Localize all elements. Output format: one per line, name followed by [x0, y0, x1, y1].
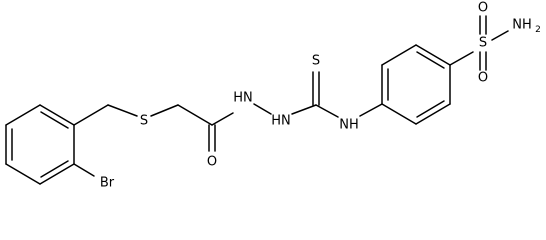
atom-o-carbonyl: O: [207, 155, 217, 170]
bond: [415, 103, 451, 125]
bond: [381, 103, 417, 125]
bond: [359, 103, 383, 117]
bond: [177, 104, 213, 126]
bromophenyl-ring: [5, 104, 75, 185]
atom-s-thioether: S: [140, 114, 148, 129]
atom-hn-2: HN: [271, 114, 291, 129]
bond: [415, 44, 451, 66]
bond-double-inner: [416, 100, 445, 118]
bond: [491, 30, 509, 41]
sulfonamide-phenyl-ring: [381, 44, 451, 125]
atom-s-thiocarbonyl: S: [312, 54, 320, 69]
bond: [211, 112, 234, 126]
bond: [73, 104, 109, 126]
atom-o-sulfonyl-upper: O: [478, 1, 488, 16]
molecule-structure: Br S O HN HN S NH S O O NH 2: [5, 1, 541, 191]
bond: [291, 104, 317, 115]
atom-nh-aryl: NH: [339, 118, 359, 133]
bond: [5, 104, 41, 126]
bond-double-inner: [40, 111, 69, 129]
bond-double-inner: [40, 160, 69, 178]
atom-nh2-subscript: 2: [535, 25, 541, 35]
atom-s-sulfonyl: S: [479, 36, 487, 51]
bond: [449, 51, 474, 66]
bond-double-inner: [416, 51, 445, 69]
bond: [107, 104, 138, 117]
atom-hn-1: HN: [233, 91, 253, 106]
bond: [39, 104, 75, 126]
bond: [150, 104, 179, 117]
bond: [39, 163, 75, 185]
bond-n-n: [253, 103, 272, 115]
atom-nh2: NH: [512, 18, 532, 33]
bond: [315, 104, 339, 118]
bond-c-br: [73, 163, 95, 177]
atom-br: Br: [100, 176, 115, 191]
atom-o-sulfonyl-lower: O: [478, 71, 488, 86]
bond: [381, 44, 417, 66]
bond: [5, 163, 41, 185]
